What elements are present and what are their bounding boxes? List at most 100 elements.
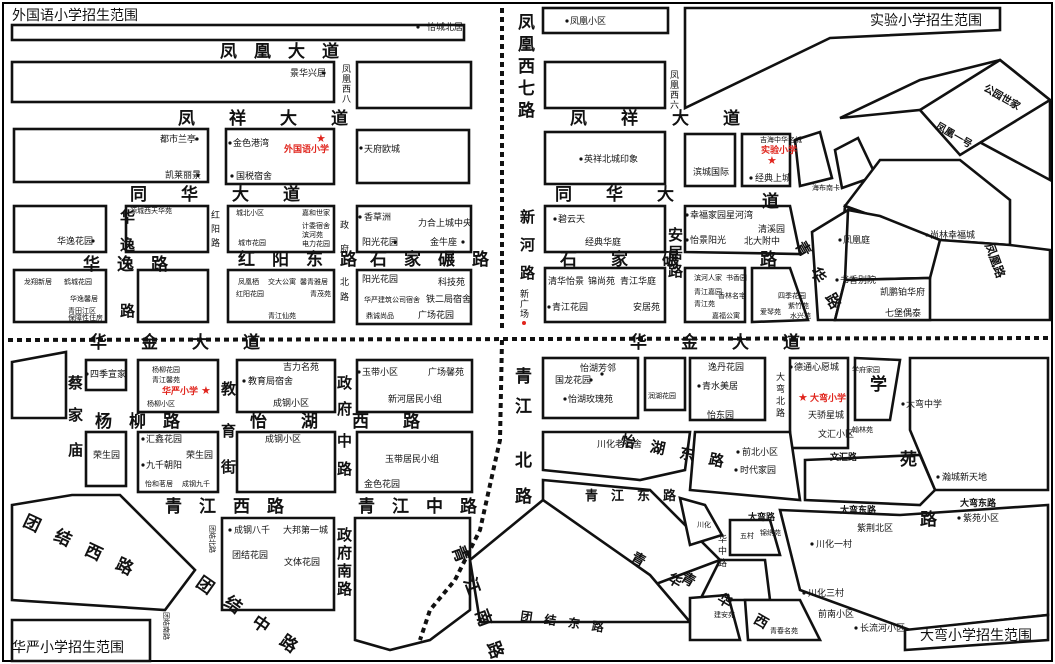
area-label: 川化一村 [816,538,852,550]
area-label: 北大附中 [744,235,780,247]
area-label: 国税宿舍 [236,170,272,182]
block [355,430,474,494]
vroad-anju: 安 居 路 [668,226,684,280]
road-label: 路 [920,509,938,530]
block [136,358,220,414]
school-label[interactable]: 外国语小学 [283,143,329,155]
road-label: 石 家 碾 路 [369,249,490,270]
block [543,266,667,324]
block [683,6,1002,111]
svg-text:六: 六 [670,99,679,111]
road-label: 大弯东路 [840,504,877,516]
area-label: 吉力名苑 [283,361,319,373]
svg-text:西: 西 [342,84,351,95]
vroad-fenghuang6: 凤 凰 西 六 [670,70,679,111]
area-label: 杨柳小区 [147,399,175,408]
svg-text:居: 居 [668,244,683,262]
area-label: 安居苑 [633,301,660,313]
area-label: 华逸花园 [57,235,93,247]
area-label: 广场馨苑 [428,366,464,378]
area-label: 玉带居民小组 [385,453,439,465]
svg-text:西: 西 [518,57,535,77]
area-label: 润湖花园 [648,391,676,400]
svg-text:路: 路 [120,302,136,320]
area-label: 铁二局宿舍 [426,293,471,305]
area-label: 青江馨苑 [152,375,180,384]
vroad-fenghuang8: 凤 凰 西 八 [342,64,351,105]
area-label: 阳光花园 [362,273,398,285]
area-label: 香草洲 [364,211,391,223]
area-label: 怡和茗居 [145,479,173,488]
svg-text:凤: 凤 [670,70,679,81]
vroad-xinhe: 新 河 路 [520,208,536,282]
vroad-zhengfu-s: 政 府 南 路 [337,526,353,598]
area-label: 九千朝阳 [146,460,182,471]
area-label: 城市花园 [238,238,266,247]
block [220,516,336,612]
quadrant-title-br: 大弯小学招生范围 [920,627,1032,644]
school-star-icon: ★ [798,391,808,404]
area-label: 文汇小区 [818,428,854,440]
block [84,358,128,392]
school-label[interactable]: 实验小学 [761,144,797,156]
svg-text:路: 路 [776,407,785,419]
svg-text:路: 路 [668,262,684,280]
svg-text:红: 红 [211,209,220,221]
svg-text:河: 河 [520,236,535,254]
block [12,127,210,184]
area-label: 荣生园 [186,449,213,461]
svg-text:中: 中 [718,545,727,557]
block [224,127,336,186]
area-label: 青茂苑 [310,289,331,298]
area-label: 滨城国际 [693,166,729,178]
area-label: 前北小区 [742,446,778,458]
block [728,518,782,557]
area-label: 青水美居 [702,380,738,392]
block [643,356,687,412]
area-label: 怡湖玫瑰苑 [568,393,613,405]
area-label: 怡景阳光 [690,234,726,246]
area-label: 都市兰亭 [160,133,196,145]
area-label: 锦绣苑 [760,528,781,537]
block [833,276,932,322]
block [678,496,724,547]
svg-text:七: 七 [518,79,535,99]
vroad-zhengfu-n: 政 府 北 路 [340,219,349,303]
road-label: 华 金 大 道 [630,332,800,353]
block [903,613,1050,652]
svg-text:北: 北 [776,396,785,407]
school-label[interactable]: 华严小学 [162,385,198,397]
area-label: 清溪园 [758,223,785,235]
svg-text:教: 教 [220,380,237,398]
area-label: 青江仙苑 [268,311,296,320]
area-label: 香林名宅 [718,291,746,300]
area-label: 怡城北居 [427,21,463,33]
area-label: 清华怡景 [548,275,584,287]
area-label: 凯莱丽景 [165,169,201,181]
area-label: 源城西天华苑 [130,206,172,215]
vroad-fenghuang7: 凤 凰 西 七 路 [518,13,536,121]
block [541,356,640,420]
area-label: 国龙花园 [555,374,591,386]
area-label: 紫苑小区 [963,512,999,524]
school-label[interactable]: 大弯小学 [810,392,846,404]
area-label: 凯鹏铂华府 [880,286,925,298]
svg-text:场: 场 [520,309,529,320]
area-label: 经典上城 [755,172,791,184]
vroad-huayi: 华 逸 路 [120,208,136,320]
block [136,268,210,324]
area-label: 德通心愿城 [794,361,839,373]
area-label: 团结南路 [162,612,171,640]
block [136,430,220,494]
area-label: 学府家园 [852,365,880,374]
area-label: 青田江区 [68,306,96,315]
road-label: 青 江 西 路 [165,496,285,517]
area-label: 青春名苑 [770,626,798,635]
area-label: 计委宿舍 [302,221,330,230]
block [688,593,742,642]
area-label: 尚林幸福城 [930,229,975,241]
road-label: 同 华 大 道 [130,184,300,205]
svg-text:凰: 凰 [670,80,679,91]
area-label: 七堡偶泰 [885,307,921,319]
block [226,204,336,254]
